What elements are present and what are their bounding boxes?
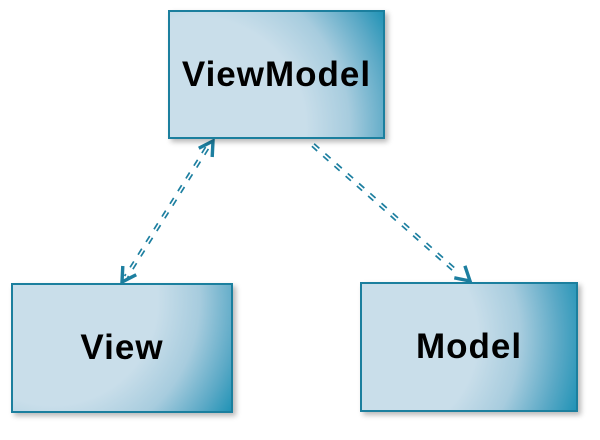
node-model: Model <box>360 282 578 412</box>
node-viewmodel: ViewModel <box>168 10 385 139</box>
connector-viewmodel-model <box>311 143 473 284</box>
connector-viewmodel-view <box>120 138 215 285</box>
dashed-line <box>126 148 210 279</box>
dashed-line <box>311 145 459 276</box>
node-model-label: Model <box>415 327 523 366</box>
arrowhead-to-viewmodel-icon <box>198 138 215 158</box>
node-view-label: View <box>80 328 164 367</box>
dashed-line <box>313 143 461 274</box>
dashed-line <box>123 146 207 277</box>
node-viewmodel-label: ViewModel <box>181 54 372 94</box>
node-view: View <box>11 283 233 413</box>
arrowhead-to-model-icon <box>453 265 473 284</box>
arrowhead-to-view-icon <box>120 265 137 285</box>
